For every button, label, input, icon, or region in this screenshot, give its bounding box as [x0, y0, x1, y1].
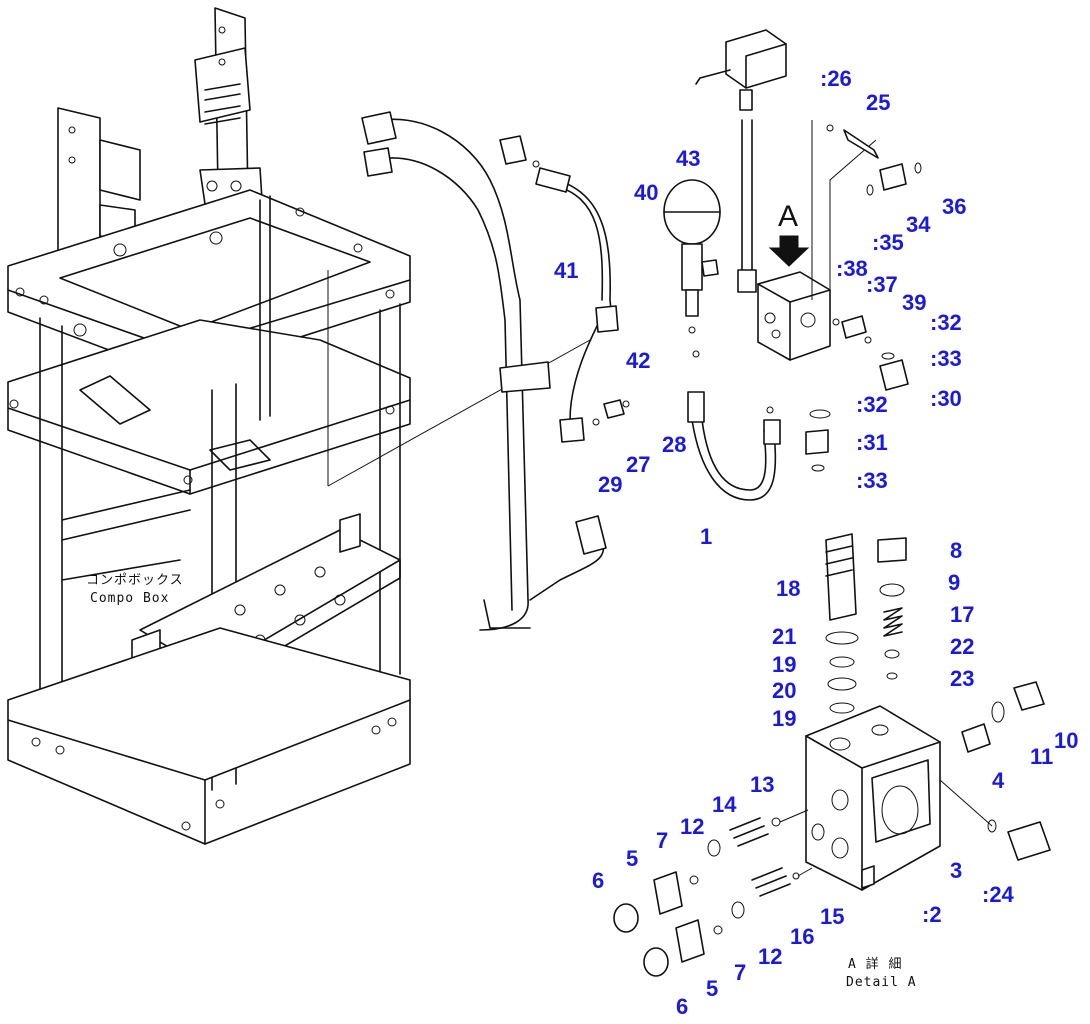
callout-23: 23	[950, 666, 974, 691]
callout-39: 39	[902, 290, 926, 315]
detail-note-en: Detail A	[846, 975, 917, 990]
callout-27: 27	[626, 452, 650, 477]
callout-26: :26	[820, 66, 852, 91]
hose-1	[687, 350, 781, 501]
view-a-arrow	[768, 235, 810, 267]
callout-43: 43	[676, 146, 700, 171]
callout-33-bottom: :33	[856, 468, 888, 493]
callout-5-upper: 5	[626, 846, 638, 871]
callout-16: 16	[790, 924, 814, 949]
callout-12-upper: 12	[680, 814, 704, 839]
o-ring-small	[532, 160, 540, 168]
callout-9: 9	[948, 570, 960, 595]
callout-36: 36	[942, 194, 966, 219]
compo-box-frame	[7, 7, 591, 845]
callout-24: :24	[982, 882, 1015, 907]
callout-11: 11	[1030, 744, 1053, 769]
callout-15: 15	[820, 904, 844, 929]
callout-5-lower: 5	[706, 976, 718, 1001]
callout-22: 22	[950, 634, 974, 659]
callout-17: 17	[950, 602, 974, 627]
callout-6-lower: 6	[676, 994, 688, 1019]
detail-a-valve	[613, 533, 1051, 977]
callout-40: 40	[634, 180, 658, 205]
callout-13: 13	[750, 772, 774, 797]
elbow-fitting	[499, 135, 527, 165]
callout-31: :31	[856, 430, 888, 455]
callout-18: 18	[776, 576, 800, 601]
callout-19-upper: 19	[772, 652, 796, 677]
callout-12-lower: 12	[758, 944, 782, 969]
callout-30: :30	[930, 386, 962, 411]
solenoid-assembly	[695, 29, 787, 293]
compo-box-note-en: Compo Box	[90, 591, 169, 606]
callout-8: 8	[950, 538, 962, 563]
callout-25: 25	[866, 90, 890, 115]
callout-3: 3	[950, 858, 962, 883]
callout-14: 14	[712, 792, 737, 817]
callout-10: 10	[1054, 728, 1078, 753]
callout-labels: :26 25 43 40 36 34 :35 :38 :37 39 :32 41…	[554, 66, 1078, 1019]
callout-6-upper: 6	[592, 868, 604, 893]
accumulator	[663, 179, 721, 334]
callout-37: :37	[866, 272, 898, 297]
callout-21: 21	[772, 624, 796, 649]
callout-2: :2	[922, 902, 942, 927]
callout-32-mid: :32	[856, 392, 888, 417]
callout-1: 1	[700, 524, 712, 549]
callout-32-top: :32	[930, 310, 962, 335]
callout-35: :35	[872, 230, 904, 255]
callout-28: 28	[662, 432, 686, 457]
callout-7-upper: 7	[656, 828, 668, 853]
callout-20: 20	[772, 678, 796, 703]
detail-note-jp: A 詳 細	[848, 956, 902, 972]
callout-7-lower: 7	[734, 960, 746, 985]
callout-38: :38	[836, 256, 868, 281]
callout-33-top: :33	[930, 346, 962, 371]
callout-19-lower: 19	[772, 706, 796, 731]
callout-41: 41	[554, 258, 578, 283]
hydraulic-pipes	[361, 111, 607, 631]
callout-42: 42	[626, 348, 650, 373]
hose-40	[535, 167, 619, 443]
callout-29: 29	[598, 472, 622, 497]
small-fittings	[592, 124, 922, 472]
callout-4: 4	[992, 768, 1005, 793]
view-letter: A	[778, 200, 798, 233]
callout-34: 34	[906, 212, 931, 237]
valve-block-a	[757, 120, 877, 361]
compo-box-note-jp: コンポボックス	[86, 573, 184, 588]
